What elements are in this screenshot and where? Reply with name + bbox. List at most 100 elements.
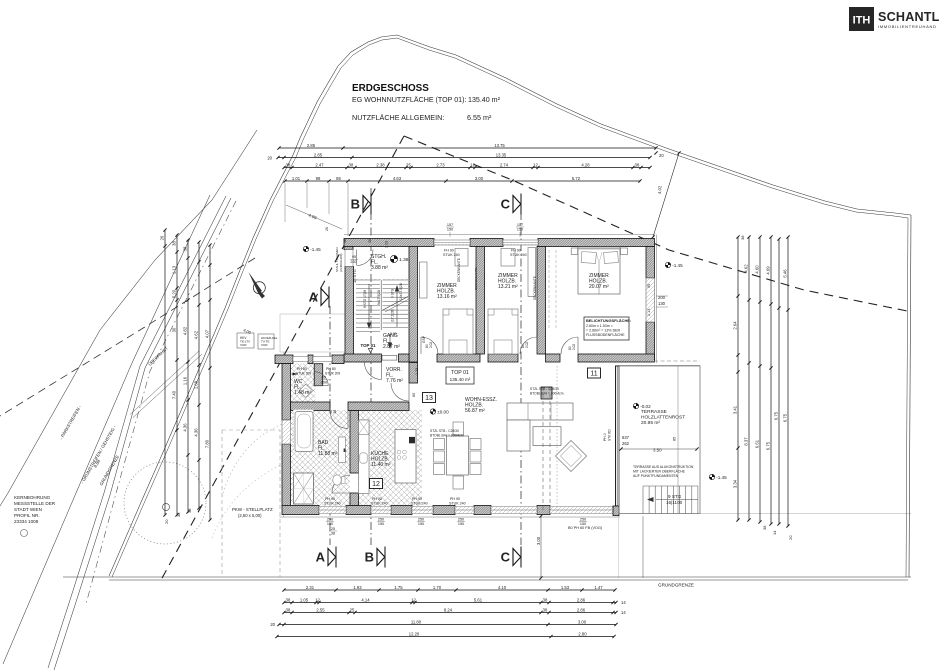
svg-text:13.35: 13.35 — [496, 152, 507, 157]
svg-text:23334 1008: 23334 1008 — [14, 519, 39, 524]
svg-text:30: 30 — [172, 327, 177, 332]
svg-text:TE-LTV: TE-LTV — [240, 340, 250, 344]
svg-text:C: C — [501, 550, 511, 565]
svg-text:HOLZB.: HOLZB. — [437, 289, 455, 295]
svg-text:86: 86 — [336, 176, 341, 181]
svg-text:11.88 m²: 11.88 m² — [318, 451, 338, 457]
svg-text:MIT LACKIERTER OBERFLÄCHE: MIT LACKIERTER OBERFLÄCHE — [633, 470, 686, 474]
svg-text:7.40: 7.40 — [172, 390, 177, 399]
svg-text:12: 12 — [372, 481, 380, 488]
svg-text:8 STG 17|28: 8 STG 17|28 — [363, 290, 367, 308]
svg-text:3.00: 3.00 — [536, 536, 541, 545]
svg-text:VORR.: VORR. — [386, 367, 402, 373]
svg-text:FL.: FL. — [386, 373, 393, 379]
svg-text:56.87 m²: 56.87 m² — [465, 408, 485, 414]
svg-text:250: 250 — [418, 518, 424, 522]
svg-text:12: 12 — [470, 162, 475, 167]
svg-text:STAHL T.RAHMEN: STAHL T.RAHMEN — [335, 247, 339, 272]
svg-text:3.00: 3.00 — [578, 619, 587, 624]
svg-text:4.63: 4.63 — [393, 176, 402, 181]
svg-text:FL.: FL. — [294, 385, 301, 391]
svg-text:2.47: 2.47 — [315, 162, 324, 167]
svg-text:HOLZLATTENROST: HOLZLATTENROST — [641, 415, 685, 421]
svg-text:STUK 240: STUK 240 — [443, 253, 460, 257]
svg-text:135.40 m²: 135.40 m² — [450, 377, 471, 382]
svg-text:HOLZB.: HOLZB. — [498, 279, 516, 285]
svg-text:38: 38 — [543, 597, 548, 602]
svg-text:STUK 240: STUK 240 — [371, 502, 388, 506]
svg-text:1.01: 1.01 — [292, 176, 301, 181]
svg-text:26: 26 — [325, 227, 329, 231]
svg-text:250: 250 — [378, 518, 384, 522]
svg-text:HKVER-KEL: HKVER-KEL — [261, 336, 278, 340]
svg-text:20: 20 — [270, 622, 275, 627]
svg-text:4.60: 4.60 — [755, 265, 760, 274]
svg-text:TERRASSE: TERRASSE — [641, 409, 667, 415]
svg-text:2.64: 2.64 — [733, 321, 738, 330]
svg-text:14: 14 — [772, 530, 777, 535]
svg-text:4.62: 4.62 — [744, 264, 749, 273]
svg-text:4.00: 4.00 — [243, 327, 253, 335]
svg-text:FLUSSBODENFLÄCHE: FLUSSBODENFLÄCHE — [586, 333, 625, 337]
svg-text:2.85: 2.85 — [314, 152, 323, 157]
svg-text:VOR: VOR — [240, 343, 247, 347]
svg-text:20: 20 — [659, 153, 664, 158]
svg-text:60: 60 — [412, 393, 416, 397]
svg-text:B: B — [351, 197, 360, 212]
svg-text:±0.00: ±0.00 — [437, 409, 449, 414]
svg-text:3.00: 3.00 — [475, 176, 484, 181]
svg-text:80: 80 — [568, 346, 572, 350]
svg-text:IMMOBILIENTREUHAND: IMMOBILIENTREUHAND — [878, 24, 937, 29]
svg-text:STUK 209: STUK 209 — [325, 372, 340, 376]
svg-text:38: 38 — [543, 607, 548, 612]
svg-text:C: C — [501, 197, 511, 212]
svg-text:13.21 m²: 13.21 m² — [498, 284, 518, 290]
svg-text:2.85: 2.85 — [307, 143, 316, 148]
svg-text:80: 80 — [425, 344, 429, 348]
svg-text:38: 38 — [343, 239, 347, 243]
svg-text:= 2.66m² = 13% DER: = 2.66m² = 13% DER — [586, 329, 621, 333]
svg-text:STUK 240: STUK 240 — [449, 502, 466, 506]
svg-text:130: 130 — [658, 301, 666, 306]
svg-text:STUK 240: STUK 240 — [411, 502, 428, 506]
svg-text:STGH.: STGH. — [371, 254, 386, 260]
svg-text:150: 150 — [378, 522, 384, 526]
svg-text:150: 150 — [418, 522, 424, 526]
svg-text:13: 13 — [425, 395, 433, 402]
svg-text:ITH: ITH — [853, 15, 871, 27]
svg-text:BELICHTUNGSFLÄCHE:: BELICHTUNGSFLÄCHE: — [586, 318, 631, 323]
svg-text:AUF PUNKTFUNDAMENTEN: AUF PUNKTFUNDAMENTEN — [633, 474, 679, 478]
svg-text:2.00: 2.00 — [390, 332, 397, 336]
svg-text:FH 90: FH 90 — [511, 249, 521, 253]
svg-text:2.31: 2.31 — [306, 585, 315, 590]
svg-text:38: 38 — [368, 239, 372, 243]
svg-text:38: 38 — [172, 241, 177, 246]
svg-text:262: 262 — [622, 441, 630, 446]
svg-text:MESSSTELLE DER: MESSSTELLE DER — [14, 501, 56, 506]
svg-text:4.02: 4.02 — [657, 185, 662, 194]
svg-text:1.16: 1.16 — [183, 376, 188, 385]
svg-text:200: 200 — [658, 295, 666, 300]
svg-text:1.29: 1.29 — [415, 368, 419, 375]
svg-text:ZIMMER: ZIMMER — [589, 273, 609, 279]
svg-text:80: 80 — [322, 375, 327, 380]
svg-text:TERRASSE AUS ALUKONSTRUKTION: TERRASSE AUS ALUKONSTRUKTION — [633, 465, 694, 469]
svg-text:FL.: FL. — [371, 260, 378, 266]
svg-text:4.14: 4.14 — [361, 597, 370, 602]
svg-text:20: 20 — [788, 535, 793, 540]
svg-text:38: 38 — [183, 246, 188, 251]
svg-text:38: 38 — [176, 512, 181, 517]
svg-text:(17.2|28): (17.2|28) — [391, 309, 395, 322]
svg-text:8.24: 8.24 — [444, 607, 453, 612]
svg-text:PROFIL NR.: PROFIL NR. — [14, 513, 40, 518]
svg-text:20: 20 — [164, 519, 169, 524]
svg-text:13.16 m²: 13.16 m² — [437, 294, 457, 300]
svg-text:38: 38 — [635, 162, 640, 167]
svg-text:1.70: 1.70 — [433, 585, 442, 590]
svg-text:TOP 01: TOP 01 — [361, 343, 377, 348]
svg-text:95: 95 — [352, 255, 356, 259]
svg-text:7.80: 7.80 — [205, 439, 210, 448]
svg-text:TV-TE: TV-TE — [261, 340, 270, 344]
svg-text:STUK 209: STUK 209 — [296, 372, 311, 376]
svg-text:STZL STB - C25/30: STZL STB - C25/30 — [430, 429, 459, 433]
